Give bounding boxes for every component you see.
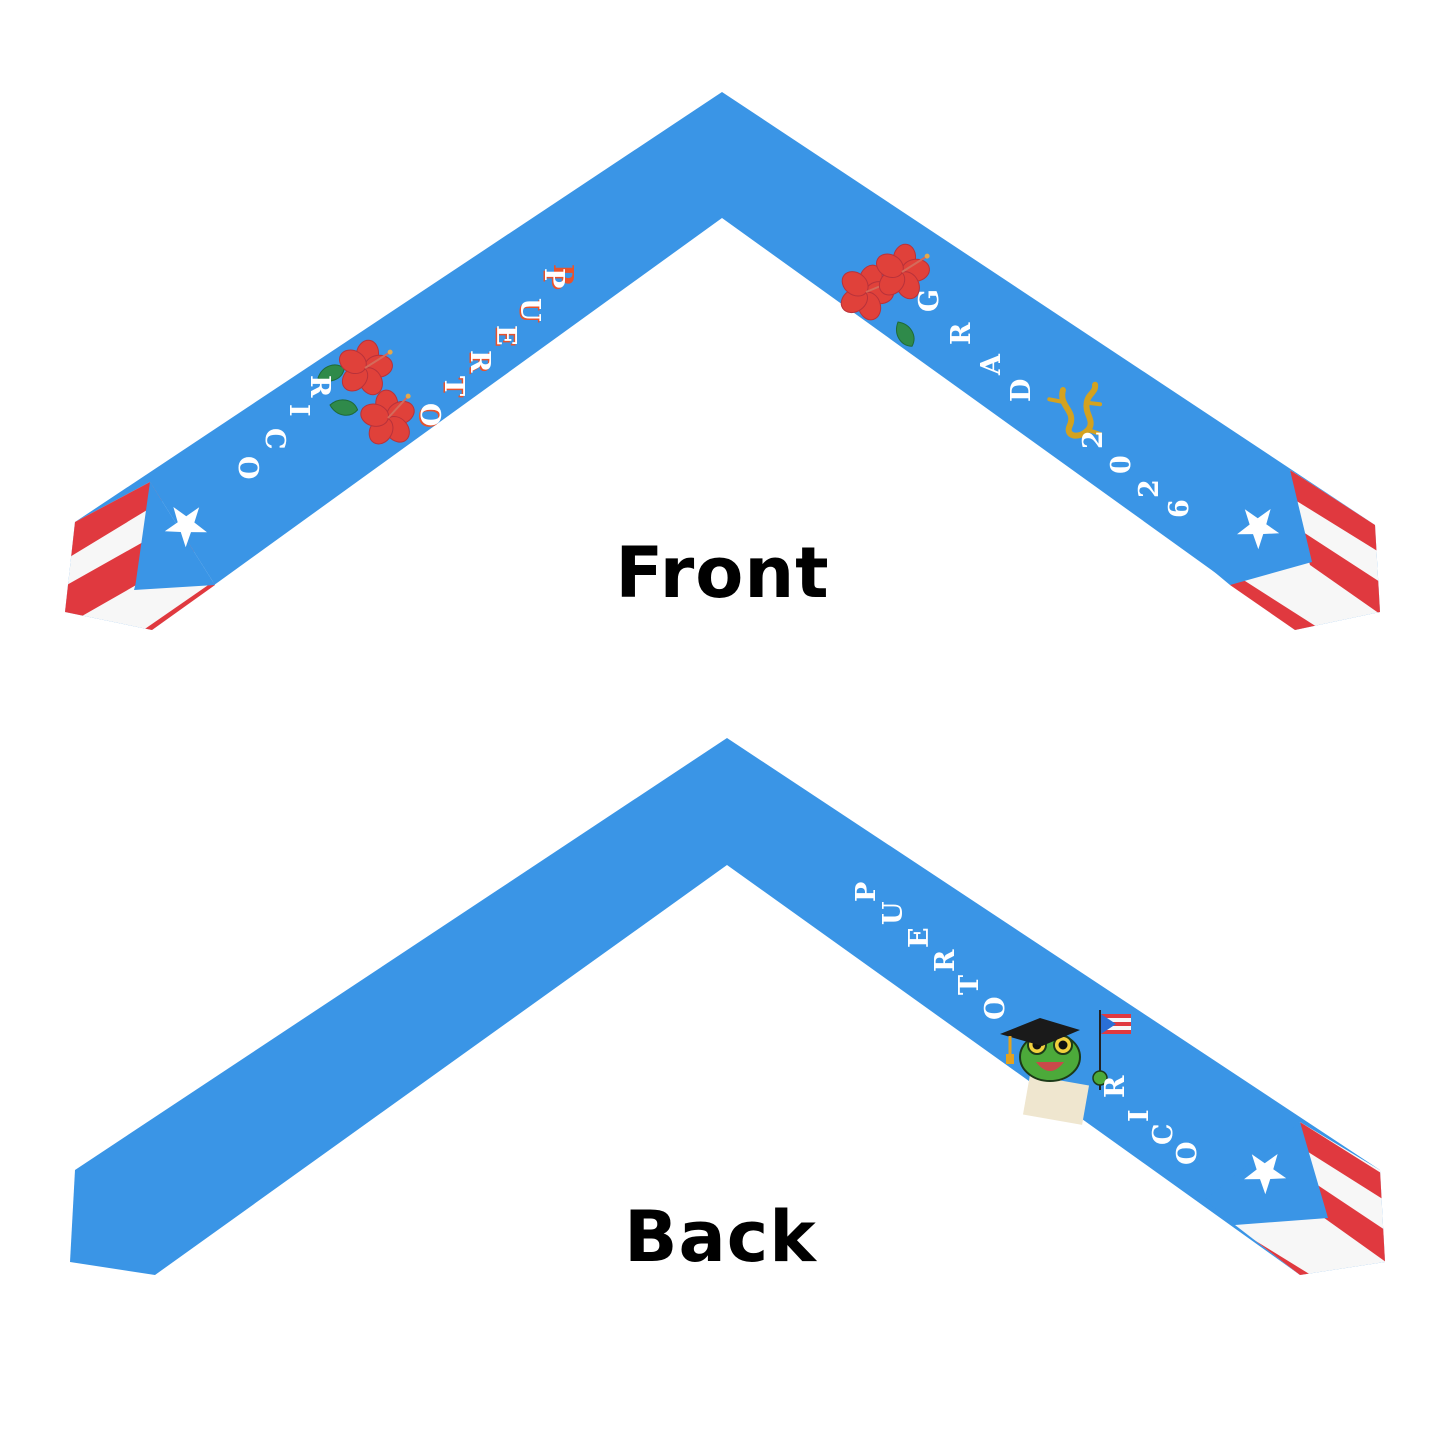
front-left-letters: P P U U E E R R T T O O R I C O <box>232 268 569 480</box>
svg-text:U: U <box>513 300 544 324</box>
svg-text:R: R <box>463 352 494 375</box>
front-right-letters: G R A D 2 0 2 6 <box>914 289 1195 518</box>
coqui-taino-icon <box>1047 381 1103 439</box>
front-label: Front <box>615 532 830 614</box>
svg-text:E: E <box>490 325 521 346</box>
svg-text:T: T <box>954 975 985 995</box>
svg-text:2: 2 <box>1078 430 1109 449</box>
graduate-frog-icon <box>1000 1010 1131 1125</box>
svg-text:2: 2 <box>1134 479 1165 498</box>
back-right-letters: P U E R T O R I C O <box>851 882 1203 1165</box>
back-label: Back <box>624 1196 817 1278</box>
svg-text:C: C <box>259 428 290 450</box>
front-left-text: P <box>547 264 578 284</box>
svg-text:R: R <box>946 322 977 345</box>
svg-text:O: O <box>980 996 1011 1020</box>
svg-text:R: R <box>304 375 335 398</box>
svg-text:R: R <box>464 350 495 373</box>
svg-text:G: G <box>914 289 945 312</box>
svg-text:R: R <box>930 949 961 972</box>
svg-text:E: E <box>489 327 520 348</box>
svg-text:P: P <box>538 268 569 288</box>
svg-text:P: P <box>537 270 568 290</box>
svg-text:I: I <box>1124 1109 1155 1122</box>
mini-pr-flag-icon <box>1101 1014 1131 1034</box>
svg-text:A: A <box>976 353 1007 376</box>
svg-text:0: 0 <box>1106 455 1137 474</box>
svg-text:O: O <box>414 403 445 427</box>
svg-text:E: E <box>904 927 935 948</box>
svg-text:T: T <box>438 376 469 396</box>
svg-text:C: C <box>1148 1124 1179 1146</box>
svg-text:O: O <box>232 456 263 480</box>
svg-text:T: T <box>437 378 468 398</box>
svg-text:D: D <box>1006 379 1037 402</box>
svg-text:I: I <box>283 404 314 417</box>
svg-text:P: P <box>851 882 882 902</box>
svg-text:P: P <box>547 264 578 284</box>
svg-text:R: R <box>1100 1075 1131 1098</box>
svg-text:U: U <box>514 298 545 322</box>
svg-text:O: O <box>1172 1141 1203 1165</box>
svg-text:U: U <box>878 901 909 925</box>
front-stole: P <box>65 92 1380 630</box>
svg-text:O: O <box>413 405 444 429</box>
back-left-panel <box>70 738 727 1275</box>
svg-text:6: 6 <box>1164 499 1195 518</box>
